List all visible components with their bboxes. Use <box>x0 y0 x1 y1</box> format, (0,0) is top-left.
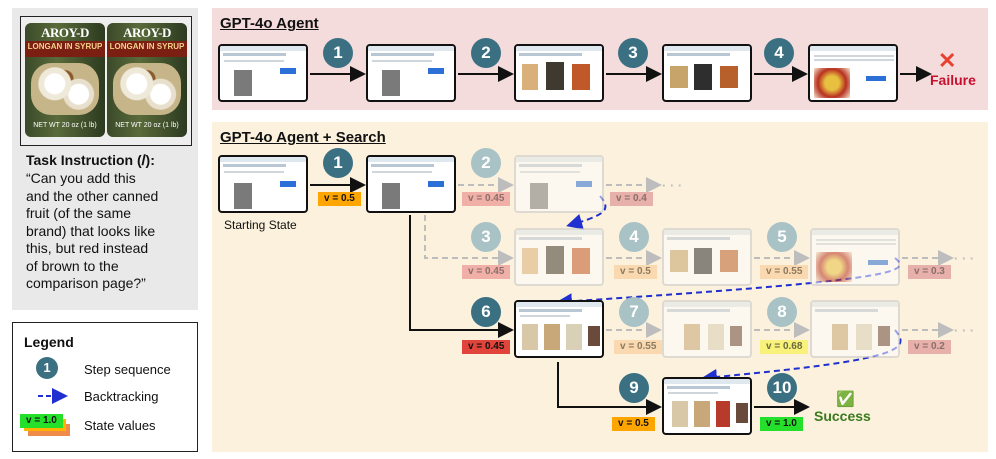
can-right: AROY-D LONGAN IN SYRUP NET WT 20 oz (1 l… <box>107 23 187 137</box>
search-branch-row3 <box>409 215 514 338</box>
top-step-1: 1 <box>323 38 353 68</box>
search-state-9-screenshot <box>662 377 752 435</box>
search-step-8: 8 <box>767 297 797 327</box>
value-step-2-next: v = 0.4 <box>610 192 653 206</box>
search-state-7-screenshot <box>662 300 752 358</box>
search-state-5-screenshot <box>810 228 900 286</box>
search-state-1-screenshot <box>366 155 456 213</box>
ellipsis-row2: · · · <box>954 251 975 266</box>
starting-state-screenshot <box>218 155 308 213</box>
value-step-8: v = 0.68 <box>760 340 809 354</box>
starting-state-label: Starting State <box>224 218 297 232</box>
agent-panel-title: GPT-4o Agent <box>220 15 319 32</box>
value-step-6: v = 0.45 <box>462 340 511 354</box>
value-step-10: v = 1.0 <box>760 417 803 431</box>
search-state-3-screenshot <box>514 228 604 286</box>
value-step-4: v = 0.5 <box>614 265 657 279</box>
product-image: AROY-D LONGAN IN SYRUP NET WT 20 oz (1 l… <box>20 16 192 146</box>
top-state-4-screenshot <box>808 44 898 102</box>
search-step-4: 4 <box>619 222 649 252</box>
ellipsis-row1: · · · <box>662 178 683 193</box>
task-instruction: “Can you add this and the other canned f… <box>26 170 159 291</box>
legend-step-icon: 1 <box>36 357 58 379</box>
success-icon: ✅ <box>836 391 855 408</box>
top-step-3: 3 <box>618 38 648 68</box>
top-state-2-screenshot <box>514 44 604 102</box>
legend-value-badge: v = 1.0 <box>20 414 63 428</box>
search-state-4-screenshot <box>662 228 752 286</box>
value-step-5-next: v = 0.3 <box>908 265 951 279</box>
search-state-6-screenshot <box>514 300 604 358</box>
value-step-2: v = 0.45 <box>462 192 511 206</box>
search-step-6: 6 <box>471 297 501 327</box>
search-branch-row4 <box>557 362 662 415</box>
legend-step-label: Step sequence <box>84 362 171 377</box>
search-step-7: 7 <box>619 297 649 327</box>
success-label: Success <box>814 408 871 424</box>
value-step-3: v = 0.45 <box>462 265 511 279</box>
top-state-3-screenshot <box>662 44 752 102</box>
search-step-1: 1 <box>323 148 353 178</box>
search-panel-title: GPT-4o Agent + Search <box>220 129 386 146</box>
search-state-8-screenshot <box>810 300 900 358</box>
search-step-2: 2 <box>471 148 501 178</box>
value-step-1: v = 0.5 <box>318 192 361 206</box>
search-step-10: 10 <box>767 373 797 403</box>
search-step-9: 9 <box>619 373 649 403</box>
search-step-3: 3 <box>471 222 501 252</box>
ellipsis-row3: · · · <box>954 323 975 338</box>
backtrack-arrow-2 <box>556 257 901 310</box>
task-title: Task Instruction (𝐼): <box>26 152 155 168</box>
failure-icon: ✕ <box>938 48 957 73</box>
can-left: AROY-D LONGAN IN SYRUP NET WT 20 oz (1 l… <box>25 23 105 137</box>
search-branch-row2 <box>424 215 514 266</box>
top-step-4: 4 <box>764 38 794 68</box>
failure-label: Failure <box>930 72 976 88</box>
search-step-5: 5 <box>767 222 797 252</box>
top-state-0-screenshot <box>218 44 308 102</box>
search-state-2-screenshot <box>514 155 604 213</box>
legend-title: Legend <box>24 334 74 350</box>
value-step-5: v = 0.55 <box>760 265 809 279</box>
value-step-7: v = 0.55 <box>614 340 663 354</box>
top-step-2: 2 <box>471 38 501 68</box>
top-state-1-screenshot <box>366 44 456 102</box>
value-step-9: v = 0.5 <box>612 417 655 431</box>
value-step-8-next: v = 0.2 <box>908 340 951 354</box>
legend-value-label: State values <box>84 418 156 433</box>
legend-backtrack-label: Backtracking <box>84 389 159 404</box>
